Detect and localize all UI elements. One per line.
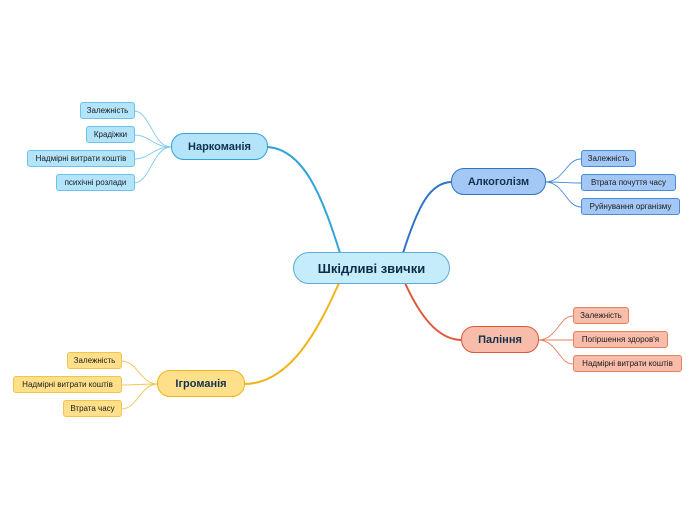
- link-ihro-3: [120, 383, 159, 410]
- leaf-alko-zalezhnist[interactable]: Залежність: [581, 150, 636, 167]
- branch-ihromaniia[interactable]: Ігроманія: [157, 370, 245, 397]
- link-alko-3: [544, 181, 582, 208]
- leaf-narko-rozlady[interactable]: психічні розлади: [56, 174, 135, 191]
- link-narko-1: [133, 110, 172, 148]
- link-ihro-1: [120, 360, 159, 385]
- link-pal-3: [537, 339, 574, 365]
- leaf-alko-chas[interactable]: Втрата почуття часу: [581, 174, 676, 191]
- leaf-pal-zalezhnist[interactable]: Залежність: [573, 307, 629, 324]
- leaf-pal-vytraty[interactable]: Надмірні витрати коштів: [573, 355, 682, 372]
- link-narko-4: [133, 146, 172, 184]
- link-central-narkomaniia: [267, 146, 341, 254]
- link-narko-2: [133, 134, 172, 148]
- leaf-alko-ruinuvannia[interactable]: Руйнування організму: [581, 198, 680, 215]
- link-pal-1: [537, 315, 574, 341]
- leaf-narko-zalezhnist[interactable]: Залежність: [80, 102, 135, 119]
- link-narko-3: [133, 146, 172, 160]
- leaf-ihro-zalezhnist[interactable]: Залежність: [67, 352, 122, 369]
- branch-palinnia[interactable]: Паління: [461, 326, 539, 353]
- leaf-narko-kradizhky[interactable]: Крадіжки: [86, 126, 135, 143]
- link-alko-1: [544, 158, 582, 183]
- leaf-narko-vytraty[interactable]: Надмірні витрати коштів: [27, 150, 135, 167]
- branch-narkomaniia[interactable]: Наркоманія: [171, 133, 268, 160]
- leaf-ihro-chas[interactable]: Втрата часу: [63, 400, 122, 417]
- central-topic[interactable]: Шкідливі звички: [293, 252, 450, 284]
- link-central-alkoholizm: [402, 181, 453, 254]
- leaf-ihro-vytraty[interactable]: Надмірні витрати коштів: [13, 376, 122, 393]
- link-central-palinnia: [404, 282, 463, 341]
- leaf-pal-zdorovia[interactable]: Погіршення здоров'я: [573, 331, 668, 348]
- branch-alkoholizm[interactable]: Алкоголізм: [451, 168, 546, 195]
- link-central-ihromaniia: [243, 282, 340, 385]
